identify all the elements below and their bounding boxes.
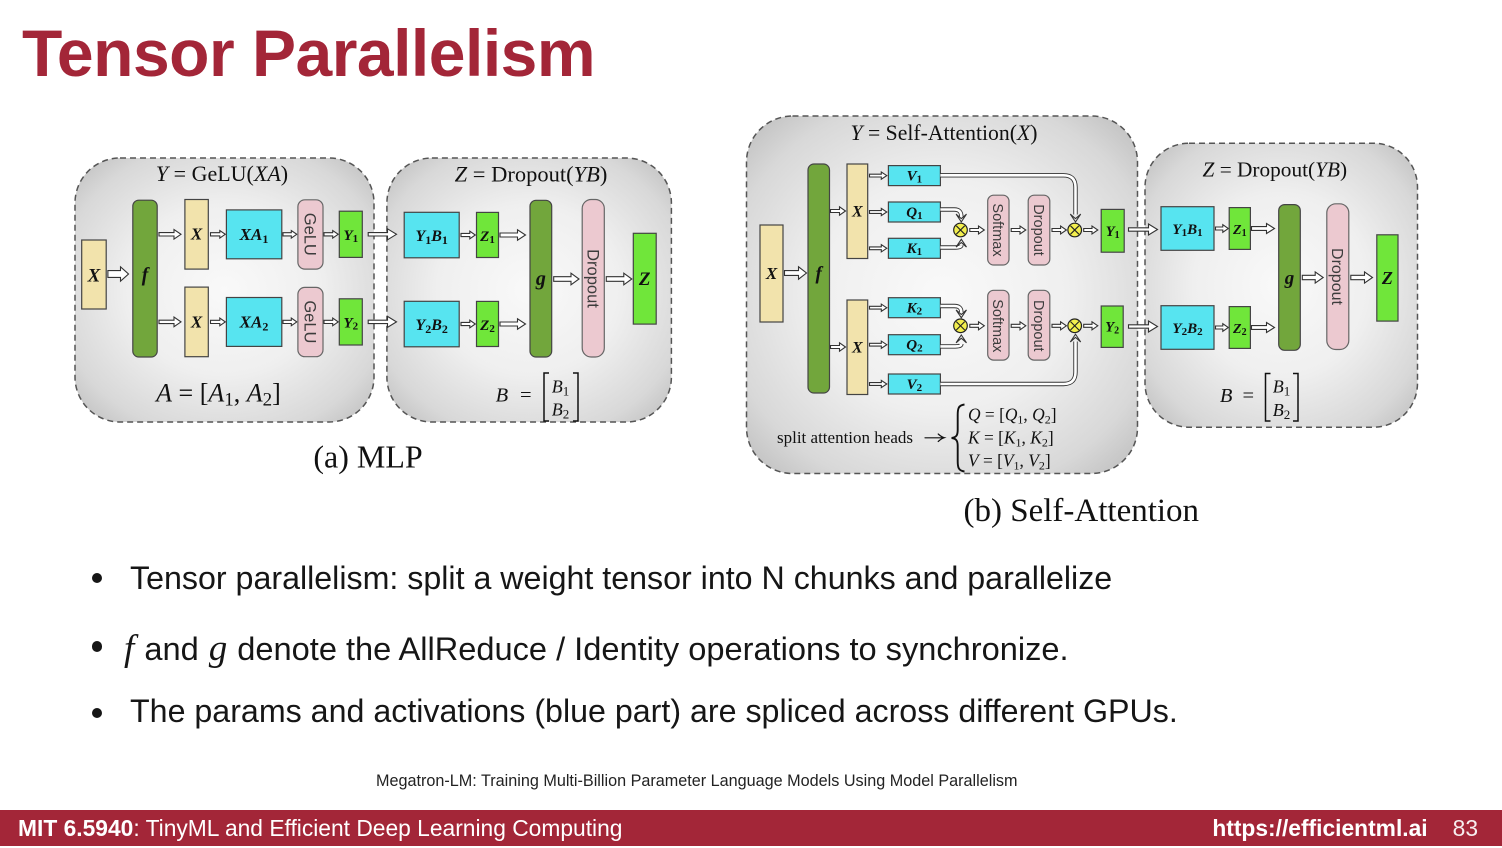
svg-text:Softmax: Softmax (989, 299, 1005, 353)
svg-text:K2: K2 (906, 301, 923, 318)
svg-text:K = [K1, K2]: K = [K1, K2] (967, 428, 1054, 450)
svg-text:Y1: Y1 (343, 228, 358, 245)
svg-text:Y = GeLU(XA): Y = GeLU(XA) (156, 161, 288, 186)
svg-text:Z1: Z1 (479, 229, 495, 246)
svg-text:Y2: Y2 (343, 316, 358, 333)
svg-text:B1: B1 (552, 377, 570, 399)
svg-text:Dropout: Dropout (1030, 300, 1046, 352)
svg-text:Y2B2: Y2B2 (415, 317, 447, 336)
svg-text:(b) Self-Attention: (b) Self-Attention (964, 493, 1200, 529)
svg-text:X: X (190, 312, 203, 331)
svg-text:X: X (190, 225, 203, 244)
svg-text:(a) MLP: (a) MLP (313, 439, 422, 475)
svg-text:A = [A1, A2]: A = [A1, A2] (154, 379, 281, 411)
svg-text:B: B (1220, 385, 1233, 407)
svg-text:Z = Dropout(YB): Z = Dropout(YB) (1203, 158, 1348, 182)
svg-text:GeLU: GeLU (301, 300, 319, 343)
svg-text:Dropout: Dropout (1030, 204, 1046, 256)
svg-text:V1: V1 (907, 168, 923, 185)
svg-text:Z: Z (1381, 268, 1393, 288)
svg-text:Y2B2: Y2B2 (1172, 321, 1203, 338)
svg-text:=: = (520, 385, 532, 407)
svg-text:Z1: Z1 (1232, 223, 1247, 239)
svg-text:Q1: Q1 (906, 205, 922, 222)
svg-text:GeLU: GeLU (301, 213, 319, 256)
svg-text:Q2: Q2 (906, 338, 923, 355)
svg-text:B: B (496, 385, 509, 407)
svg-text:B2: B2 (552, 400, 570, 422)
svg-text:g: g (535, 268, 546, 290)
svg-text:Y2: Y2 (1105, 320, 1119, 337)
svg-text:Z2: Z2 (1232, 322, 1247, 338)
svg-text:V = [V1, V2]: V = [V1, V2] (968, 451, 1051, 473)
svg-text:X: X (851, 203, 863, 220)
svg-text:B1: B1 (1273, 377, 1291, 399)
svg-text:f: f (816, 264, 824, 285)
svg-text:X: X (851, 339, 863, 356)
svg-text:f: f (142, 265, 151, 286)
svg-text:Q = [Q1, Q2]: Q = [Q1, Q2] (968, 405, 1056, 427)
svg-text:B2: B2 (1273, 400, 1291, 422)
svg-text:K1: K1 (906, 241, 923, 258)
svg-text:split attention heads: split attention heads (777, 428, 913, 447)
svg-text:Y1: Y1 (1106, 224, 1120, 241)
svg-text:Dropout: Dropout (1328, 248, 1345, 305)
svg-text:XA2: XA2 (239, 313, 269, 334)
svg-text:Z: Z (638, 269, 651, 290)
svg-text:V2: V2 (907, 377, 923, 394)
svg-text:Dropout: Dropout (583, 249, 601, 308)
svg-text:X: X (765, 264, 778, 283)
svg-text:=: = (1242, 385, 1254, 407)
svg-text:Softmax: Softmax (989, 203, 1005, 257)
svg-text:Z2: Z2 (479, 318, 495, 335)
svg-text:g: g (1284, 268, 1295, 289)
svg-text:Z = Dropout(YB): Z = Dropout(YB) (455, 162, 608, 187)
svg-text:XA1: XA1 (239, 225, 269, 246)
svg-text:Y1B1: Y1B1 (415, 228, 447, 247)
svg-text:Y = Self-Attention(X): Y = Self-Attention(X) (851, 121, 1038, 145)
svg-text:Y1B1: Y1B1 (1172, 222, 1202, 239)
svg-text:X: X (87, 266, 102, 287)
